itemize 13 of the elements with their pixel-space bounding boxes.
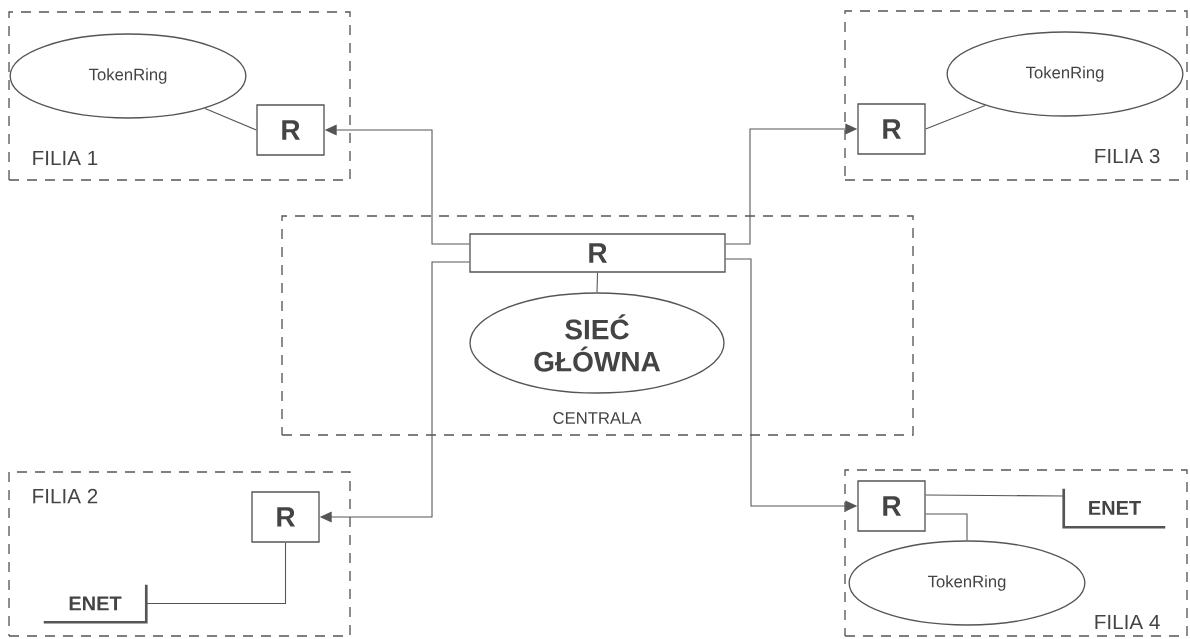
router-box: R <box>857 480 926 532</box>
connector-line <box>925 494 1065 497</box>
connector-line <box>925 513 968 541</box>
connector-line <box>204 107 257 131</box>
connector-line <box>145 542 287 605</box>
bus-segment: ENET <box>43 584 148 624</box>
router-box: R <box>251 491 320 543</box>
router-box: R <box>857 103 926 155</box>
bus-segment: ENET <box>1062 488 1166 529</box>
connector-line <box>596 272 599 293</box>
connector-line <box>925 105 986 130</box>
router-box: R <box>256 104 325 156</box>
router-box: R <box>469 233 726 273</box>
